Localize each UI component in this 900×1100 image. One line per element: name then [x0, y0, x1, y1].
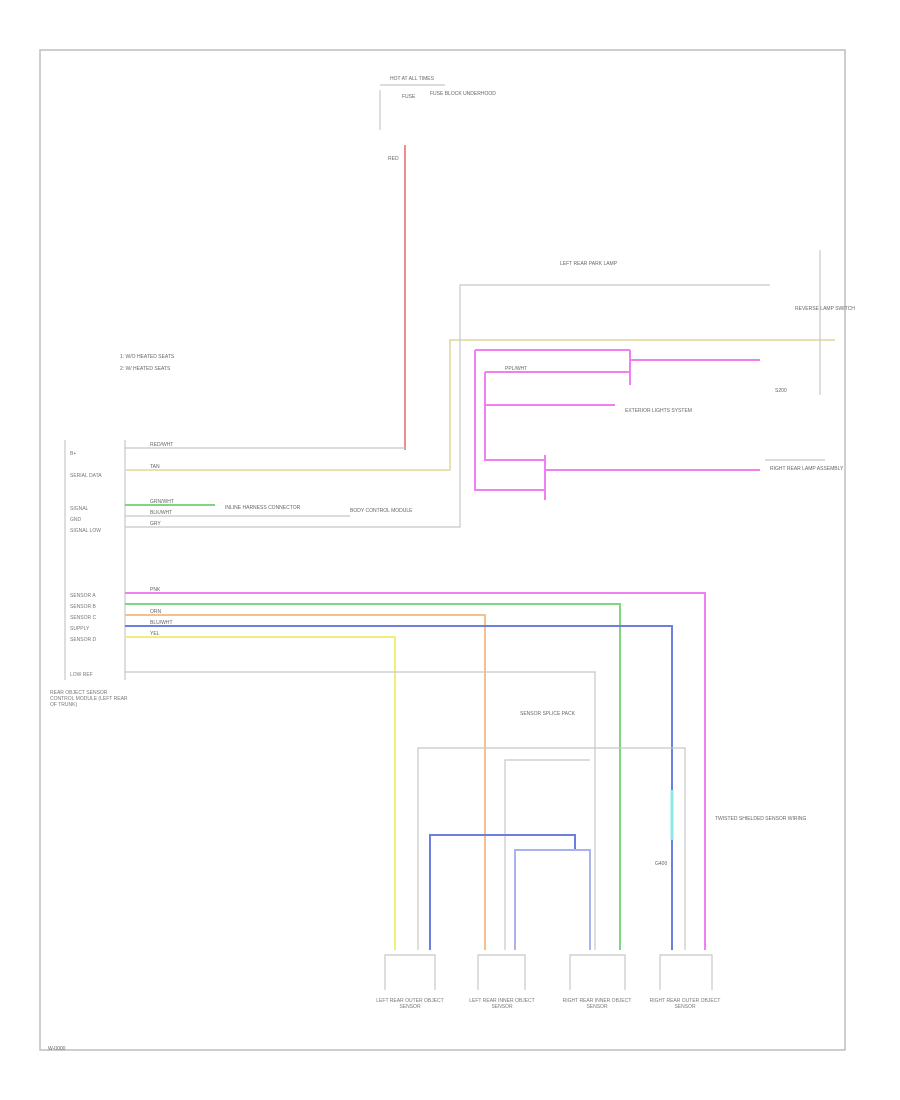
svg-text:FUSE BLOCK UNDERHOOD: FUSE BLOCK UNDERHOOD	[430, 91, 496, 97]
svg-text:SIGNAL LOW: SIGNAL LOW	[70, 528, 101, 534]
svg-text:GRN/WHT: GRN/WHT	[150, 499, 174, 505]
blue-jumper	[429, 834, 576, 950]
sensor: LEFT REAR OUTER OBJECT SENSOR	[376, 954, 444, 1010]
svg-text:INLINE HARNESS CONNECTOR: INLINE HARNESS CONNECTOR	[225, 505, 301, 511]
svg-text:LOW REF: LOW REF	[70, 672, 93, 678]
yellow-wire	[125, 636, 396, 950]
sensor: RIGHT REAR OUTER OBJECT SENSOR	[650, 954, 720, 1010]
grey-wire	[125, 284, 770, 528]
svg-text:SUPPLY: SUPPLY	[70, 626, 90, 632]
note: 2: W/ HEATED SEATS	[120, 366, 171, 372]
svg-text:SENSOR SPLICE PACK: SENSOR SPLICE PACK	[520, 711, 576, 717]
svg-text:SENSOR D: SENSOR D	[70, 637, 97, 643]
svg-text:PPL/WHT: PPL/WHT	[505, 366, 527, 372]
svg-text:REVERSE LAMP SWITCH: REVERSE LAMP SWITCH	[795, 306, 855, 312]
sensor: LEFT REAR INNER OBJECT SENSOR	[469, 954, 535, 1010]
svg-text:S200: S200	[775, 388, 787, 394]
svg-text:TAN: TAN	[150, 464, 160, 470]
svg-text:LEFT REAR PARK LAMP: LEFT REAR PARK LAMP	[560, 261, 618, 267]
svg-text:SIGNAL: SIGNAL	[70, 506, 89, 512]
svg-text:HOT AT ALL TIMES: HOT AT ALL TIMES	[390, 76, 435, 82]
diagram-border	[39, 49, 846, 1051]
low-ref-wire	[125, 671, 596, 950]
svg-text:SENSOR C: SENSOR C	[70, 615, 97, 621]
blue-wire-label: BLU/WHT	[150, 620, 173, 626]
svg-text:SERIAL DATA: SERIAL DATA	[70, 473, 102, 479]
svg-text:GND: GND	[70, 517, 82, 523]
svg-text:SENSOR A: SENSOR A	[70, 593, 96, 599]
svg-text:GRY: GRY	[150, 521, 161, 527]
orange-wire	[125, 614, 486, 950]
svg-text:G400: G400	[655, 861, 667, 867]
svg-text:RIGHT REAR LAMP ASSEMBLY: RIGHT REAR LAMP ASSEMBLY	[770, 466, 844, 472]
control-module: B+ SERIAL DATA SIGNAL GND SIGNAL LOW SEN…	[50, 440, 128, 708]
svg-text:ORN: ORN	[150, 609, 162, 615]
green-sensor-wire	[125, 603, 621, 950]
svg-text:BLK/WHT: BLK/WHT	[150, 510, 172, 516]
diagram-code: W-0000	[48, 1046, 66, 1052]
svg-text:B+: B+	[70, 451, 76, 457]
blue-wire	[125, 625, 673, 950]
fuse-block: HOT AT ALL TIMES FUSE FUSE BLOCK UNDERHO…	[379, 76, 496, 162]
blue-jumper-2	[514, 849, 591, 950]
svg-text:BODY CONTROL MODULE: BODY CONTROL MODULE	[350, 508, 413, 514]
note: 1: W/O HEATED SEATS	[120, 354, 175, 360]
svg-text:YEL: YEL	[150, 631, 160, 637]
svg-text:RED: RED	[388, 156, 399, 162]
svg-text:EXTERIOR LIGHTS SYSTEM: EXTERIOR LIGHTS SYSTEM	[625, 408, 692, 414]
svg-text:TWISTED SHIELDED SENSOR WIRING: TWISTED SHIELDED SENSOR WIRING	[715, 816, 807, 822]
svg-text:SENSOR B: SENSOR B	[70, 604, 97, 610]
sensor: RIGHT REAR INNER OBJECT SENSOR	[563, 954, 631, 1010]
pink-network: PPL/WHT EXTERIOR LIGHTS SYSTEM S200 RIGH…	[474, 250, 844, 500]
ground-bus	[417, 747, 686, 950]
svg-text:RED/WHT: RED/WHT	[150, 442, 173, 448]
pink-wire	[125, 592, 706, 950]
svg-text:FUSE: FUSE	[402, 94, 416, 100]
svg-text:PNK: PNK	[150, 587, 161, 593]
tan-wire	[125, 339, 835, 471]
